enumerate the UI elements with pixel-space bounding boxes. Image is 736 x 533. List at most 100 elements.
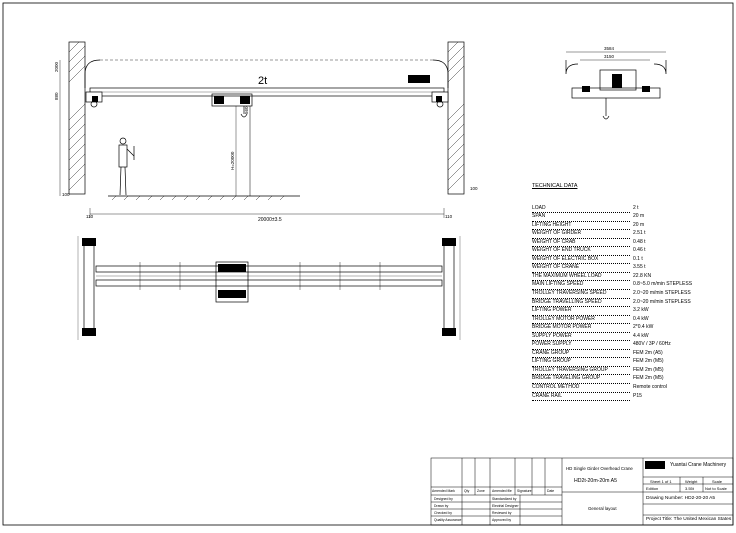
layout-label: General layout [588, 506, 617, 511]
tech-row-label: CONTROL METHOD [532, 383, 630, 393]
scale-value: Not to Scale [705, 486, 727, 491]
left-hatch [68, 41, 86, 191]
tech-row-label: TROLLEY MOTOR POWER [532, 315, 630, 325]
tech-row-value: Remote control [633, 384, 667, 391]
sign-right-label: Reviewed by [492, 511, 512, 515]
tech-row-label: LIFTING GROUP [532, 357, 630, 367]
tech-row-label: CRANE RAIL [532, 392, 630, 402]
plan-left-end-truck [83, 239, 95, 335]
operator-figure [118, 137, 135, 196]
weight-value: 3.55t [685, 486, 694, 491]
dim-right-rail: 100 [470, 186, 478, 191]
edition-label: Edition [646, 486, 659, 491]
tech-row-label: SPAN [532, 212, 630, 222]
capacity-label: 2t [258, 75, 267, 87]
tech-row-label: WEIGHT OF GIRDER [532, 229, 630, 239]
sign-left-label: Designed by [434, 497, 453, 501]
sign-right-label: Standardized by [492, 497, 517, 501]
dim-trolley-drop: 560 [244, 106, 249, 114]
tech-row-label: WEIGHT OF ELECTRIC BOX [532, 255, 630, 265]
tech-row-label: LOAD [532, 204, 630, 214]
tech-row-label: MAIN LIFTING SPEED [532, 280, 630, 291]
tech-row-value: 2*0.4 kW [633, 324, 654, 331]
dim-left-rail: 100 [62, 192, 70, 197]
left-column [68, 41, 86, 195]
plan-girder-top [95, 265, 443, 273]
plan-girder-bottom [95, 279, 443, 287]
tech-row-label: SUPPLY POWER [532, 332, 630, 342]
dim-top-left-2: 880 [54, 92, 59, 100]
tech-row-value: 22.8 KN [633, 272, 652, 279]
sign-left-label: Checked by [434, 511, 452, 515]
tech-row-label: TROLLEY TRAVERSING GROUP [532, 366, 630, 376]
plan-trolley [215, 261, 249, 303]
tech-row-value: FEM 2m (A5) [633, 349, 663, 356]
tech-row-value: 20 m [633, 221, 645, 228]
tech-row-value: 0.4 kW [633, 315, 649, 322]
tech-row-value: 2 t [633, 204, 639, 211]
logo-block [408, 75, 430, 83]
tech-row-value: 0.46 t [633, 247, 646, 254]
company-logo [645, 461, 665, 469]
sign-right-label: Electrial Designer [492, 504, 519, 508]
tech-row-value: FEM 2m (M5) [633, 358, 664, 365]
technical-data-title: TECHNICAL DATA [532, 183, 578, 189]
tech-row-label: POWER SUPPLY [532, 340, 630, 350]
sign-left-label: Drawn by [434, 504, 449, 508]
hoist-trolley [211, 93, 253, 107]
revision-header: Qty [464, 489, 470, 493]
plan-right-end-truck [443, 239, 455, 335]
drawing-title: HD Single Girder Overhead Crane [566, 466, 633, 471]
revision-header: Amended file [492, 489, 512, 493]
tech-row-value: 3.55 t [633, 264, 646, 271]
tech-row-value: 0.48 t [633, 238, 646, 245]
plan-view [77, 236, 461, 340]
tech-row-value: 20 m [633, 213, 645, 220]
dim-side-narrow: 3150 [604, 54, 615, 59]
roof-arc [84, 59, 449, 88]
tech-row-value: 2.0~20 m/min STEPLESS [633, 298, 691, 305]
dim-side-wide: 3584 [604, 46, 615, 51]
scale-label: Scale [712, 479, 723, 484]
height-dimension: H=20000 [230, 151, 235, 170]
revision-header: Date [547, 489, 555, 493]
tech-row-value: FEM 2m (M5) [633, 375, 664, 382]
tech-row-label: BRIDGE TRAVELLING SPEED [532, 298, 630, 308]
weight-label: Weight [685, 479, 698, 484]
tech-row-value: 3.2 kW [633, 307, 649, 314]
side-view [565, 51, 667, 120]
tech-row-value: 480V / 3P / 60Hz [633, 341, 671, 348]
revision-header: Zone [477, 489, 485, 493]
tech-row-label: BRIDGE TRAVELING GROUP [532, 374, 630, 385]
drawing-number: Drawing Number: HD2-20-20 A5 [646, 496, 716, 501]
tech-row-label: THE MAXIMUM WHEEL LOAD [532, 272, 630, 282]
company-name: Yuantai Crane Machinery [670, 462, 727, 468]
dim-top-left-1: 2000 [54, 61, 59, 72]
tech-row-label: TROLLEY TRAVERSING SPEED [532, 289, 630, 299]
tech-row-label: CRANE GROUP [532, 349, 630, 359]
tech-row-value: FEM 2m (M5) [633, 366, 664, 373]
tech-row-value: 0.1 t [633, 255, 643, 262]
dim-end-right: 110 [445, 214, 453, 219]
tech-row-label: WEIGHT OF CRAB [532, 238, 630, 248]
tech-row-label: LIFTING HEIGHT [532, 221, 630, 231]
